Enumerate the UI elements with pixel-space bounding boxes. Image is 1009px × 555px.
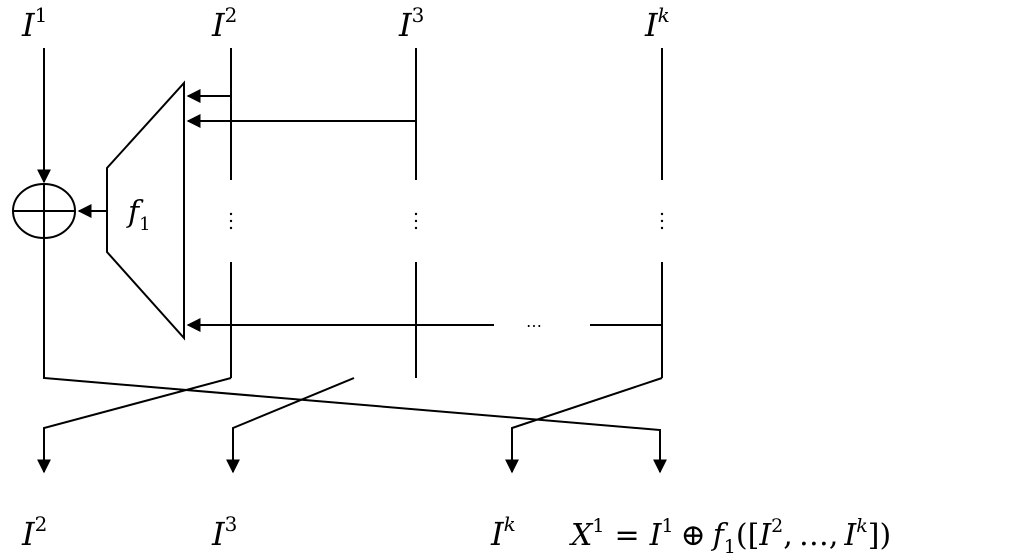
input-label-i2: I2 (211, 3, 237, 44)
vertical-dots-i3 (414, 212, 418, 230)
function-f1-label: f1 (126, 195, 151, 235)
output-formula: X1=I1⊕f1([I2,…,Ik]) (569, 515, 891, 555)
input-label-i3: I3 (398, 3, 424, 44)
input-label-ik: Ik (644, 3, 670, 44)
output-label-i2: I2 (21, 512, 47, 553)
line-ik-to-out3 (505, 377, 663, 474)
function-f1-block (106, 80, 185, 341)
vertical-dots-ik (660, 212, 664, 230)
output-label-i3: I3 (211, 512, 237, 553)
line-i3-to-out2 (226, 377, 355, 474)
vertical-dots-i2 (229, 212, 233, 230)
output-label-ik: Ik (490, 512, 516, 553)
line-i2-to-out1 (37, 377, 232, 474)
input-label-i1: I1 (21, 3, 47, 44)
horizontal-ellipsis: ⋯ (526, 316, 542, 335)
line-i1-to-xk (43, 238, 667, 474)
xor-circle (12, 183, 76, 239)
